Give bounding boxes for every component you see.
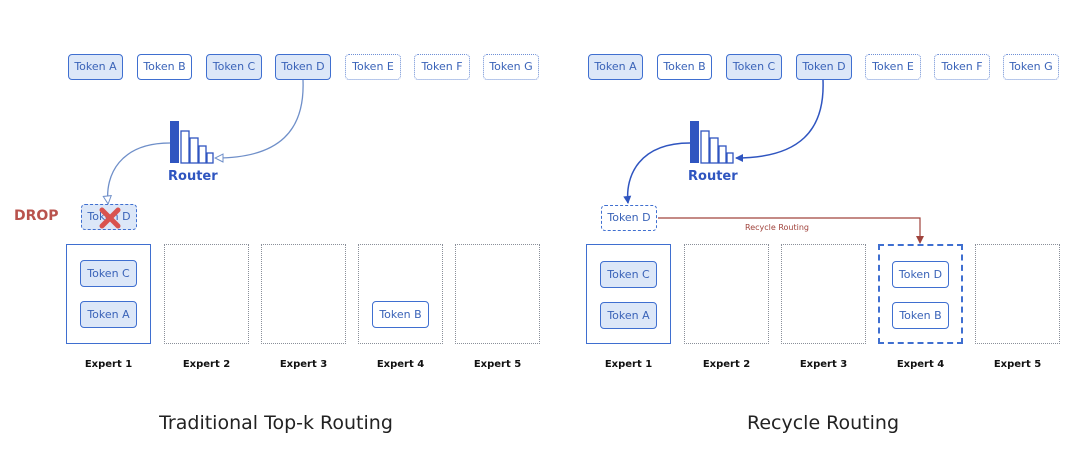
right-expert4-token-b: Token B (892, 302, 949, 329)
right-expert-2-box (684, 244, 769, 344)
right-router-label: Router (688, 169, 738, 184)
left-expert-4-box (358, 244, 443, 344)
left-token-g: Token G (483, 54, 539, 80)
left-router-label: Router (168, 169, 218, 184)
right-token-f: Token F (934, 54, 990, 80)
right-expert-5-label: Expert 5 (993, 359, 1042, 370)
left-connectors (0, 79, 304, 466)
left-token-e: Token E (345, 54, 401, 80)
recycle-routing-label: Recycle Routing (745, 223, 810, 232)
right-connectors (623, 79, 924, 244)
right-expert1-token-a: Token A (600, 302, 657, 329)
left-token-c: Token C (206, 54, 262, 80)
left-token-a: Token A (68, 54, 123, 80)
right-expert-4-label: Expert 4 (896, 359, 945, 370)
left-expert1-token-c: Token C (80, 260, 137, 287)
left-expert4-token-b: Token B (372, 301, 429, 328)
red-x-icon (99, 207, 121, 229)
router-histogram-icon (170, 121, 214, 164)
left-expert-4-label: Expert 4 (376, 359, 425, 370)
recycle-routing-panel: Token A Token B Token C Token D Token E … (540, 0, 1080, 466)
left-expert-1-box (66, 244, 151, 344)
right-token-b: Token B (657, 54, 712, 80)
router-histogram-icon (690, 121, 734, 164)
left-expert-5-box (455, 244, 540, 344)
left-expert-3-box (261, 244, 346, 344)
right-caption: Recycle Routing (746, 412, 900, 434)
right-expert-1-label: Expert 1 (604, 359, 653, 370)
right-expert4-token-d: Token D (892, 261, 949, 288)
left-token-f: Token F (414, 54, 470, 80)
right-expert-3-box (781, 244, 866, 344)
right-token-a: Token A (588, 54, 643, 80)
left-expert-3-label: Expert 3 (279, 359, 328, 370)
left-expert-5-label: Expert 5 (473, 359, 522, 370)
right-token-e: Token E (865, 54, 921, 80)
right-expert-4-box (878, 244, 963, 344)
left-token-b: Token B (137, 54, 192, 80)
right-expert1-token-c: Token C (600, 261, 657, 288)
left-expert1-token-a: Token A (80, 301, 137, 328)
drop-label: DROP (14, 208, 59, 224)
right-token-g: Token G (1003, 54, 1059, 80)
recycled-token: Token D (601, 205, 657, 231)
right-token-c: Token C (726, 54, 782, 80)
right-router-to-token-arrow (623, 142, 691, 204)
token-to-router-arrow (216, 79, 304, 158)
traditional-routing-panel: Token A Token B Token C Token D Token E … (0, 54, 540, 466)
left-caption: Traditional Top-k Routing (159, 412, 393, 434)
right-token-d: Token D (796, 54, 852, 80)
left-expert-2-box (164, 244, 249, 344)
right-expert-3-label: Expert 3 (799, 359, 848, 370)
left-token-d: Token D (275, 54, 331, 80)
right-expert-5-box (975, 244, 1060, 344)
left-expert-2-label: Expert 2 (182, 359, 231, 370)
right-token-to-router-arrow (735, 79, 824, 162)
router-to-drop-arrow (108, 142, 171, 203)
recycle-routing-arrow (658, 217, 924, 244)
right-expert-1-box (586, 244, 671, 344)
right-expert-2-label: Expert 2 (702, 359, 751, 370)
left-expert-1-label: Expert 1 (84, 359, 133, 370)
